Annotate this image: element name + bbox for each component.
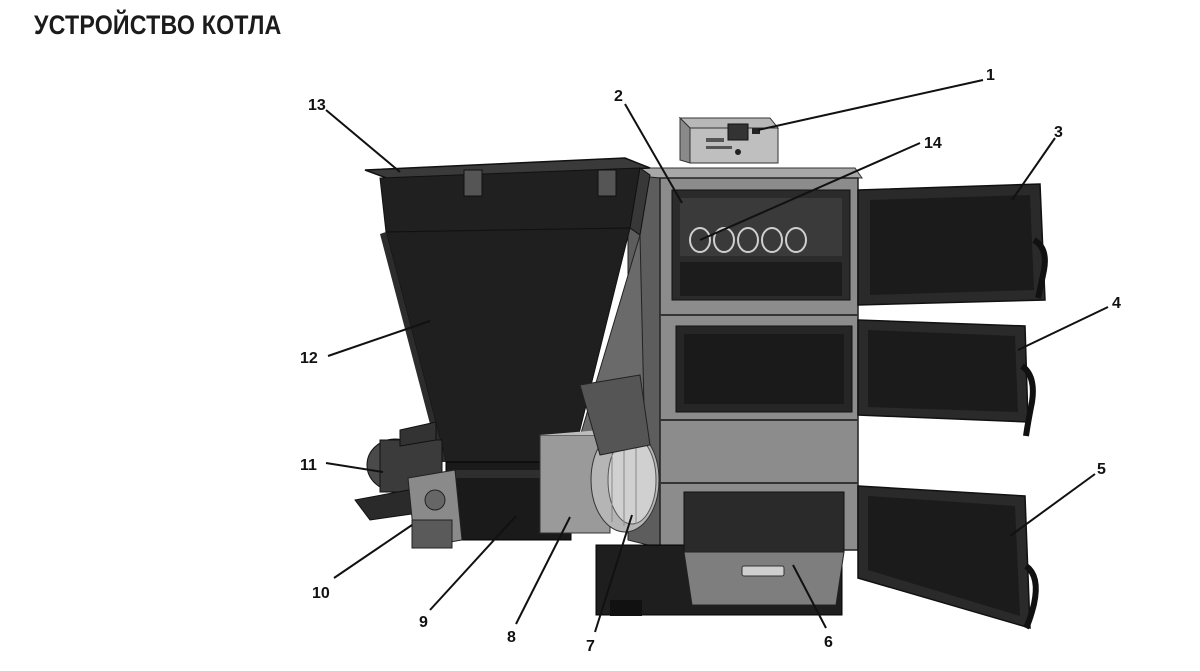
callout-2: 2 bbox=[614, 88, 623, 105]
leader-1 bbox=[757, 79, 984, 131]
callout-11: 11 bbox=[300, 457, 317, 474]
leader-12 bbox=[327, 320, 431, 357]
callout-13: 13 bbox=[308, 97, 326, 114]
leader-6 bbox=[792, 564, 827, 629]
callout-6: 6 bbox=[824, 634, 833, 651]
callout-3: 3 bbox=[1054, 124, 1063, 141]
leader-7 bbox=[594, 514, 633, 633]
callout-14: 14 bbox=[924, 135, 942, 152]
callout-4: 4 bbox=[1112, 295, 1121, 312]
callout-12: 12 bbox=[300, 350, 318, 367]
leader-9 bbox=[429, 515, 517, 611]
leader-lines bbox=[325, 79, 1109, 633]
leader-14 bbox=[699, 142, 921, 241]
diagram-title: УСТРОЙСТВО КОТЛА bbox=[34, 10, 282, 40]
callout-8: 8 bbox=[507, 629, 516, 646]
leader-13 bbox=[325, 109, 401, 173]
leader-10 bbox=[333, 524, 413, 579]
leader-5 bbox=[1009, 473, 1096, 537]
leader-2 bbox=[624, 103, 683, 204]
gearbox bbox=[407, 469, 463, 549]
control-panel bbox=[678, 116, 780, 164]
fan-connection bbox=[579, 374, 651, 456]
leader-4 bbox=[1017, 306, 1109, 351]
upper-door bbox=[857, 183, 1048, 306]
callout-1: 1 bbox=[986, 67, 995, 84]
combustion-chamber-opening bbox=[675, 325, 853, 413]
middle-door bbox=[857, 319, 1036, 437]
leader-3 bbox=[1011, 137, 1056, 201]
leader-8 bbox=[515, 516, 571, 625]
lower-door bbox=[857, 485, 1039, 630]
callout-7: 7 bbox=[586, 638, 595, 655]
leader-11 bbox=[325, 462, 384, 473]
callout-10: 10 bbox=[312, 585, 330, 602]
loading-chamber bbox=[671, 189, 851, 301]
ash-drawer bbox=[683, 491, 845, 606]
callout-numbers: 1 2 3 4 5 6 7 8 9 10 11 12 13 14 bbox=[300, 67, 1121, 655]
callout-9: 9 bbox=[419, 614, 428, 631]
callout-5: 5 bbox=[1097, 461, 1106, 478]
